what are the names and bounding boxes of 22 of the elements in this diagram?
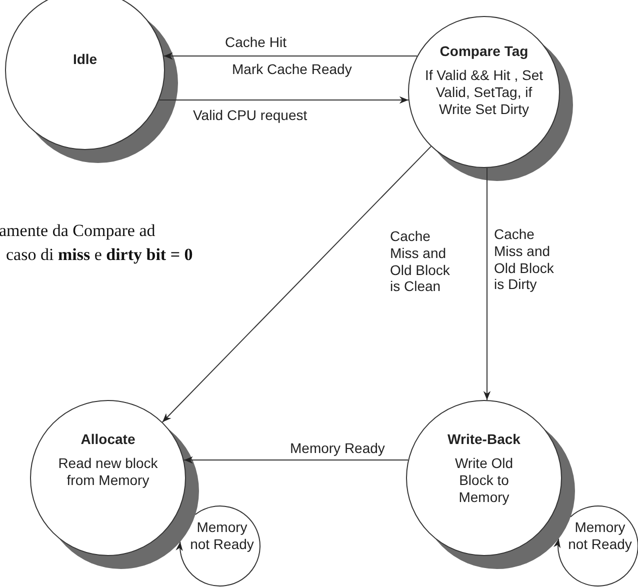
- state-title: Write-Back: [448, 431, 520, 447]
- state-title: Allocate: [80, 431, 136, 447]
- state-action: If Valid && Hit , Set Valid, SetTag, if Write Set Dirty: [424, 67, 544, 118]
- note-text: caso di miss e dirty bit = 0: [6, 245, 193, 265]
- self-loop-arrow: [176, 506, 260, 586]
- edge-label: Memory Ready: [290, 440, 385, 457]
- state-action: Write Old Block to Memory: [454, 455, 514, 506]
- edge-label: Memory not Ready: [567, 519, 633, 553]
- edge-label: Memory not Ready: [189, 519, 255, 553]
- action-label: Mark Cache Ready: [232, 61, 352, 78]
- self-loop-arrow: [554, 506, 638, 586]
- state-action: Read new block from Memory: [57, 455, 159, 489]
- edge-label: Cache Hit: [225, 34, 286, 51]
- transition-arrow: [483, 167, 491, 401]
- state-title: Idle: [72, 51, 98, 67]
- state-title: Compare Tag: [440, 43, 528, 59]
- transition-arrow: [158, 96, 409, 104]
- edge-label: Cache Miss and Old Block is Clean: [390, 228, 451, 296]
- transition-arrow: [163, 52, 418, 60]
- edge-label: Valid CPU request: [193, 107, 308, 124]
- edge-label: Cache Miss and Old Block is Dirty: [494, 226, 555, 294]
- transition-arrow: [162, 146, 432, 423]
